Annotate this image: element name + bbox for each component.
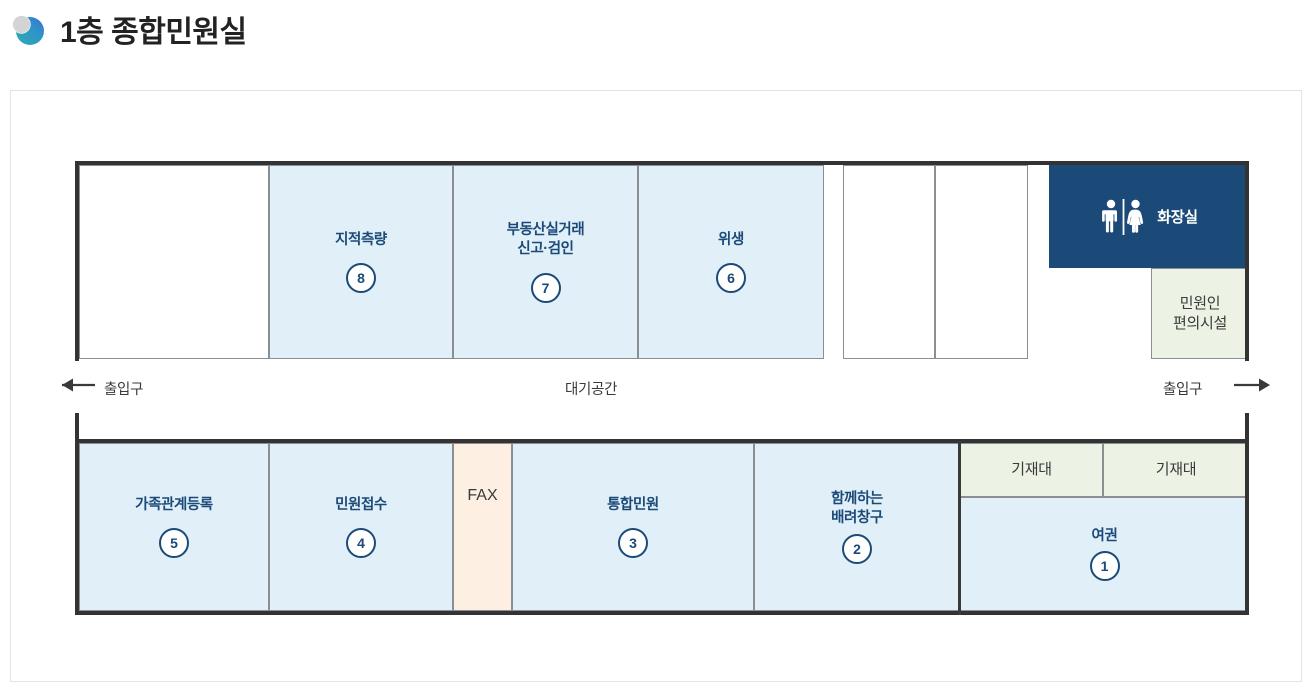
page-title: 1층 종합민원실 — [60, 16, 247, 49]
moon-crescent-icon — [8, 10, 48, 50]
arrow-right-icon — [1234, 378, 1270, 392]
room-label: FAX — [467, 487, 498, 504]
room-cell-amenity[interactable]: 민원인 편의시설 — [1151, 268, 1249, 359]
room-label: 통합민원 — [607, 496, 659, 513]
room-cell-restroom[interactable]: 화장실 — [1049, 165, 1249, 268]
wall-right-lower — [1245, 413, 1249, 615]
room-label: 위생 — [718, 231, 744, 248]
room-label: 기재대 — [1155, 461, 1197, 479]
room-cell-integrated-civil[interactable]: 통합민원 3 — [512, 443, 754, 611]
room-label: 민원인 편의시설 — [1172, 295, 1227, 332]
room-cell-writing-desk-2[interactable]: 기재대 — [1103, 443, 1249, 497]
wall-top — [75, 161, 1249, 165]
wall-bottom-row-top — [75, 439, 1249, 443]
room-cell-family-registry[interactable]: 가족관계등록 5 — [79, 443, 269, 611]
room-number-badge: 7 — [530, 272, 561, 303]
restroom-label: 화장실 — [1157, 209, 1198, 226]
entrance-label-right: 출입구 — [1163, 382, 1203, 398]
room-cell-cadastral-survey[interactable]: 지적측량 8 — [269, 165, 453, 359]
wall-bottom — [75, 611, 1249, 615]
room-label: 함께하는 배려창구 — [831, 491, 883, 526]
room-number-badge: 3 — [618, 528, 648, 559]
room-number-badge: 6 — [716, 263, 746, 294]
room-number-badge: 4 — [346, 528, 376, 559]
room-cell-civil-reception[interactable]: 민원접수 4 — [269, 443, 453, 611]
room-label: 가족관계등록 — [135, 496, 213, 513]
restroom-male-female-icon — [1100, 197, 1148, 237]
room-cell-realestate-report[interactable]: 부동산실거래 신고·검인 7 — [453, 165, 638, 359]
room-label: 여권 — [1091, 527, 1118, 544]
room-number-badge: 1 — [1089, 551, 1120, 582]
room-cell-empty-1[interactable] — [79, 165, 269, 359]
room-cell-care-window[interactable]: 함께하는 배려창구 2 — [754, 443, 960, 611]
room-number-badge: 5 — [159, 528, 189, 559]
room-cell-sanitation[interactable]: 위생 6 — [638, 165, 824, 359]
room-cell-writing-desk-1[interactable]: 기재대 — [960, 443, 1103, 497]
entrance-label-left: 출입구 — [104, 382, 144, 398]
wall-left-upper — [75, 161, 79, 361]
room-label: 민원접수 — [335, 496, 387, 513]
room-cell-empty-3[interactable] — [935, 165, 1028, 359]
room-label: 기재대 — [1011, 461, 1052, 479]
room-cell-fax[interactable]: FAX — [453, 443, 512, 611]
room-label: 지적측량 — [335, 231, 387, 248]
room-cell-passport[interactable]: 여권 1 — [960, 497, 1249, 611]
wall-left-lower — [75, 413, 79, 615]
wall-passport-left — [958, 441, 961, 615]
room-number-badge: 8 — [346, 263, 376, 294]
arrow-left-icon — [62, 378, 95, 392]
wall-right-upper — [1245, 161, 1249, 361]
room-label: 부동산실거래 신고·검인 — [506, 222, 585, 257]
room-cell-empty-2[interactable] — [843, 165, 935, 359]
floorplan-card: 지적측량 8 부동산실거래 신고·검인 7 위생 6 화장실 민원인 — [10, 90, 1302, 682]
page-header: 1층 종합민원실 — [0, 0, 1312, 62]
room-number-badge: 2 — [842, 533, 872, 564]
waiting-area-label: 대기공간 — [565, 382, 618, 398]
